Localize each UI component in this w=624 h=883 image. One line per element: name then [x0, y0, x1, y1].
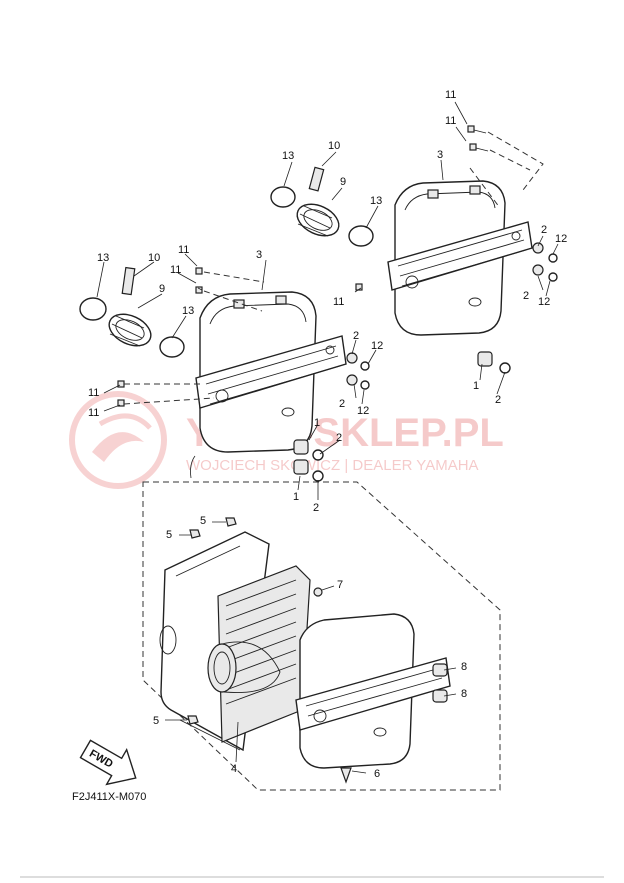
exploded-view-pointer — [190, 455, 196, 479]
callout-2: 2 — [336, 432, 342, 444]
air-filter-element — [217, 565, 311, 743]
callout-3: 3 — [437, 149, 443, 161]
callout-13: 13 — [370, 195, 382, 207]
air-box-cover-lower — [295, 613, 451, 769]
callout-8: 8 — [461, 661, 467, 673]
callout-5: 5 — [200, 515, 206, 527]
callout-5: 5 — [153, 715, 159, 727]
callout-11: 11 — [88, 387, 99, 399]
intake-funnel — [207, 641, 281, 693]
diagram-code: F2J411X-M070 — [72, 791, 146, 803]
exploded-view-frame — [142, 481, 501, 791]
air-box-left — [195, 291, 347, 453]
callout-13: 13 — [282, 150, 294, 162]
callout-11: 11 — [170, 264, 181, 276]
callout-2: 2 — [339, 398, 345, 410]
fasteners-lower — [187, 517, 448, 784]
callout-1: 1 — [473, 380, 479, 392]
callout-2: 2 — [523, 290, 529, 302]
callout-3: 3 — [256, 249, 262, 261]
callout-6: 6 — [374, 768, 380, 780]
callout-11: 11 — [445, 89, 456, 101]
leader-lines — [96, 101, 559, 774]
callout-13: 13 — [182, 305, 194, 317]
callout-4: 4 — [231, 763, 237, 775]
reference-lines-upper — [123, 131, 544, 405]
callout-10: 10 — [148, 252, 160, 264]
fwd-arrow-icon: FWD — [79, 739, 137, 786]
callout-1: 1 — [314, 417, 320, 429]
callout-12: 12 — [538, 296, 550, 308]
callout-5: 5 — [166, 529, 172, 541]
watermark-line2: WOJCIECH SKOWICZ | DEALER YAMAHA — [186, 457, 479, 474]
callout-8: 8 — [461, 688, 467, 700]
callout-2: 2 — [313, 502, 319, 514]
callout-2: 2 — [353, 330, 359, 342]
intake-duct-left — [79, 266, 185, 358]
callout-9: 9 — [159, 283, 165, 295]
callout-12: 12 — [371, 340, 383, 352]
callout-7: 7 — [337, 579, 343, 591]
callout-11: 11 — [178, 244, 189, 256]
callout-10: 10 — [328, 140, 340, 152]
callout-12: 12 — [357, 405, 369, 417]
callout-2: 2 — [541, 224, 547, 236]
callout-13: 13 — [97, 252, 109, 264]
callout-9: 9 — [340, 176, 346, 188]
fasteners-upper — [117, 125, 558, 482]
callout-11: 11 — [445, 115, 456, 127]
callout-2: 2 — [495, 394, 501, 406]
callout-11: 11 — [88, 407, 99, 419]
callout-labels: 11 11 3 10 13 9 13 2 12 2 12 11 13 10 3 … — [88, 89, 567, 780]
callout-11: 11 — [333, 296, 344, 308]
bottom-strip — [20, 876, 604, 878]
air-box-right — [387, 180, 533, 336]
intake-duct-right — [270, 166, 374, 247]
callout-12: 12 — [555, 233, 567, 245]
callout-1: 1 — [293, 491, 299, 503]
